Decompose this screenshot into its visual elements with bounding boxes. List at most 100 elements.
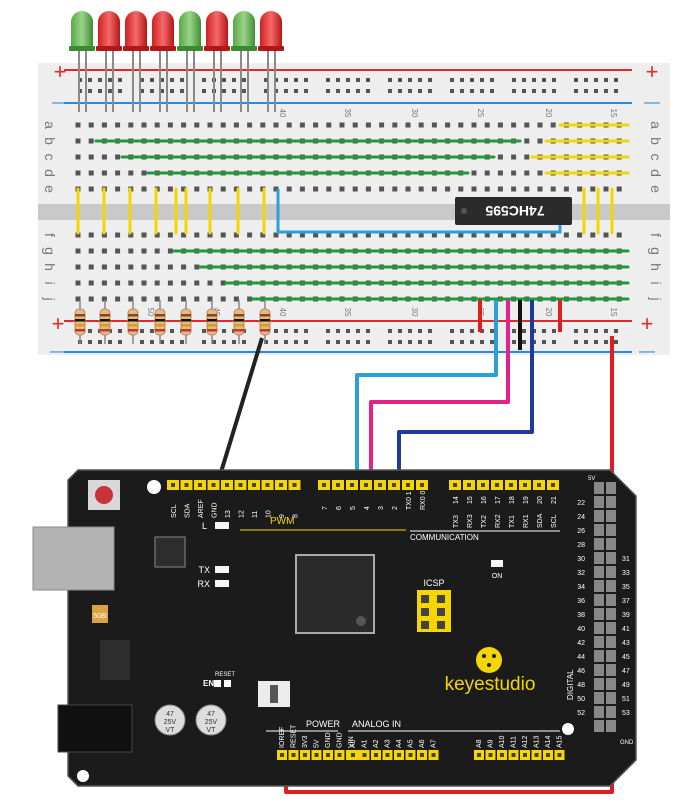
rail-hole <box>574 78 578 82</box>
digital-header-pin <box>606 538 616 550</box>
hole <box>286 122 292 128</box>
rail-hole <box>460 329 464 333</box>
hole <box>431 186 437 192</box>
hole <box>273 232 279 238</box>
hole <box>220 122 226 128</box>
analog-pin-label: A14 <box>545 735 552 748</box>
rail-hole <box>460 89 464 93</box>
resistor-band <box>155 324 165 327</box>
hole <box>88 264 94 270</box>
hole <box>115 122 121 128</box>
header-hole <box>314 753 319 757</box>
hole <box>207 122 213 128</box>
rail-hole <box>542 78 546 82</box>
mount-hole <box>562 723 574 735</box>
hole <box>511 232 517 238</box>
rail-hole <box>366 78 370 82</box>
rail-hole <box>242 340 246 344</box>
center-channel <box>38 204 670 220</box>
rail-hole <box>490 89 494 93</box>
hole <box>497 232 503 238</box>
led-4 <box>150 11 176 112</box>
rail-hole <box>604 340 608 344</box>
led-rim <box>69 46 95 51</box>
resistor <box>233 300 245 344</box>
led-rim <box>96 46 122 51</box>
digital-pin-label: 50 <box>577 696 585 703</box>
hole <box>550 122 556 128</box>
row-letter: e <box>42 185 58 193</box>
digital-header-pin <box>594 496 604 508</box>
icsp-pins <box>421 595 445 629</box>
hole <box>471 186 477 192</box>
icsp-label: ICSP <box>423 578 444 588</box>
digital-pin-label: 49 <box>622 682 630 689</box>
header-top-right-label: 21 <box>551 496 558 504</box>
navy-clock-wire <box>397 300 534 482</box>
green-jumpers <box>94 139 630 301</box>
header-top-left-label: GND <box>212 502 219 518</box>
resistor-band <box>155 314 165 317</box>
led-rim <box>177 46 203 51</box>
hole <box>141 296 147 302</box>
hole <box>247 122 253 128</box>
hole <box>405 232 411 238</box>
hole <box>286 186 292 192</box>
rail-hole <box>428 89 432 93</box>
hole <box>128 248 134 254</box>
rail-hole <box>450 78 454 82</box>
resistor-band <box>234 324 244 327</box>
hole <box>326 122 332 128</box>
rail-hole <box>398 78 402 82</box>
analog-pin-label: A6 <box>419 739 426 748</box>
rail-hole <box>604 329 608 333</box>
reset-label: RESET <box>215 672 235 678</box>
icsp-pin <box>421 608 429 616</box>
rail-hole <box>398 89 402 93</box>
on-led <box>491 560 503 567</box>
rail-hole <box>88 329 92 333</box>
resistor-band <box>128 329 138 332</box>
hole <box>405 186 411 192</box>
rail-hole <box>356 89 360 93</box>
hole <box>167 248 173 254</box>
digital-pin-label: 34 <box>577 584 585 591</box>
analog-pin-label: A12 <box>522 735 529 748</box>
plus-symbol-top-left: + <box>54 59 67 84</box>
digital-header-pin <box>594 552 604 564</box>
hole <box>194 122 200 128</box>
header-hole <box>509 483 513 487</box>
analog-pin-label: A9 <box>488 739 495 748</box>
usb-chip <box>154 536 186 568</box>
hole <box>550 186 556 192</box>
hole <box>141 264 147 270</box>
rail-hole <box>418 89 422 93</box>
resistor-band <box>207 324 217 327</box>
header-top-left-label: 11 <box>252 511 259 518</box>
resistor-band <box>234 314 244 317</box>
hole <box>379 232 385 238</box>
hole <box>537 122 543 128</box>
rail-hole <box>98 340 102 344</box>
rail-hole <box>594 329 598 333</box>
hole <box>167 280 173 286</box>
rail-hole <box>140 340 144 344</box>
hole <box>286 232 292 238</box>
digital-header-pin <box>594 622 604 634</box>
digital-pin-label: 45 <box>622 654 630 661</box>
rail-hole <box>150 78 154 82</box>
arduino-board: 508I 47 25V VT 47 25V VT ICSP <box>32 469 637 787</box>
digital-pin-label: 41 <box>622 626 630 633</box>
rail-hole <box>222 340 226 344</box>
rail-hole <box>512 340 516 344</box>
capacitor-body <box>195 704 227 736</box>
hole <box>101 232 107 238</box>
hole <box>577 186 583 192</box>
resistor-band <box>75 324 85 327</box>
row-letter: h <box>648 263 664 271</box>
digital-pin-label: 22 <box>577 500 585 507</box>
hole <box>220 296 226 302</box>
chip-notch <box>461 208 467 214</box>
digital-header-pin <box>606 650 616 662</box>
